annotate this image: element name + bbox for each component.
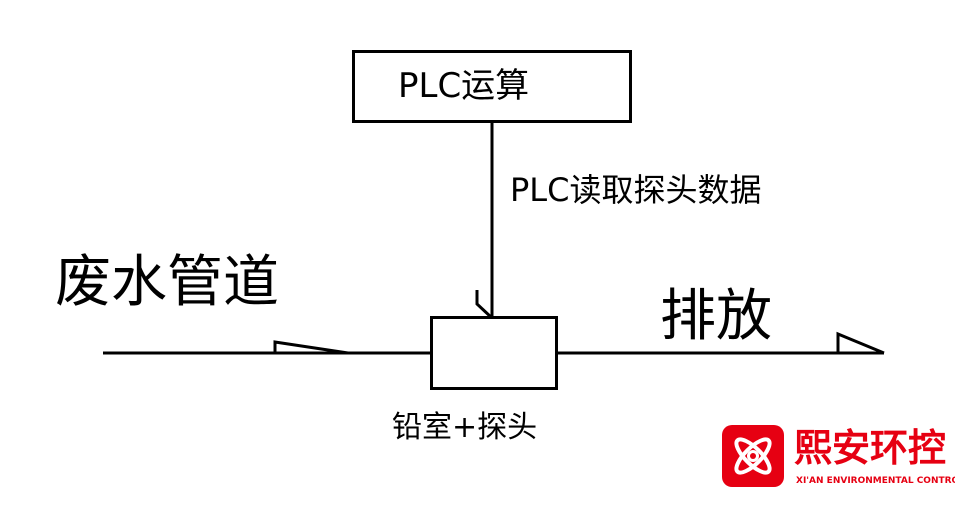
plc-node-label: PLC运算 bbox=[398, 66, 530, 106]
chamber-node-box bbox=[430, 316, 558, 390]
outlet-flow-arrow bbox=[836, 331, 885, 355]
logo-mark-icon bbox=[722, 425, 784, 487]
down-arrow bbox=[475, 290, 494, 320]
chamber-node-label: 铅室+探头 bbox=[392, 410, 538, 445]
inlet-pipe-label: 废水管道 bbox=[55, 250, 279, 315]
plc-node-box bbox=[352, 50, 632, 123]
plc-read-edge-label: PLC读取探头数据 bbox=[510, 171, 762, 209]
outlet-discharge-label: 排放 bbox=[660, 284, 772, 349]
logo-subtitle: XI'AN ENVIRONMENTAL CONTROL bbox=[796, 476, 955, 486]
logo-name: 熙安环控 bbox=[794, 426, 947, 470]
inlet-flow-arrow bbox=[273, 340, 349, 355]
company-logo: 熙安环控 XI'AN ENVIRONMENTAL CONTROL bbox=[722, 425, 955, 489]
